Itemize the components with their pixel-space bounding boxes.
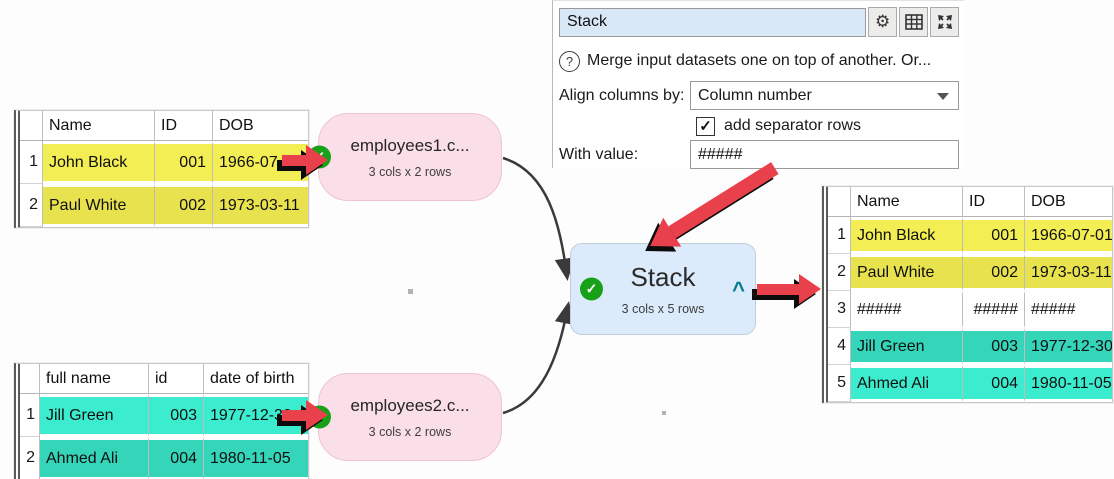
transform-name-input[interactable] (559, 7, 867, 37)
table-cell: 1966-07-01 (1025, 217, 1112, 254)
node-employees1[interactable]: ✓ employees1.c... 3 cols x 2 rows (308, 113, 502, 201)
settings-button[interactable]: ⚙ (868, 7, 898, 37)
properties-panel: ⚙ (552, 0, 964, 169)
status-ok-icon: ✓ (580, 277, 603, 301)
align-columns-value: Column number (698, 86, 812, 104)
collapse-caret-icon[interactable]: ^ (732, 277, 745, 303)
chevron-down-icon (937, 93, 949, 100)
table-cell: 1973-03-11 (213, 184, 308, 227)
table-cell: 004 (963, 365, 1025, 402)
table-cell: 001 (963, 217, 1025, 254)
check-glyph: ✓ (585, 280, 598, 297)
table-cell: Ahmed Ali (851, 365, 963, 402)
maximize-button[interactable] (930, 7, 959, 37)
table-grid-icon (904, 14, 923, 30)
table-cell: 001 (155, 141, 213, 184)
column-header: ID (963, 187, 1025, 217)
transform-description: Merge input datasets one on top of anoth… (587, 52, 932, 69)
table-cell: ##### (963, 291, 1025, 328)
add-separator-rows-checkbox[interactable]: ✓ (696, 116, 715, 136)
row-number: 5 (828, 365, 851, 402)
row-number: 3 (828, 291, 851, 328)
annotation-arrow-panel-to-stack (639, 162, 786, 261)
row-number: 4 (828, 328, 851, 365)
table-cell: 1973-03-11 (1025, 254, 1112, 291)
node-title: Stack (630, 262, 696, 292)
annotation-arrow-input2 (282, 400, 328, 430)
row-number: 1 (20, 394, 40, 437)
node-size-label: 3 cols x 2 rows (368, 164, 452, 179)
node-title: employees1.c... (350, 135, 470, 155)
node-employees2[interactable]: ✓ employees2.c... 3 cols x 2 rows (308, 373, 502, 461)
column-header: date of birth (204, 364, 308, 394)
help-icon[interactable]: ? (559, 50, 580, 72)
corner-cell (828, 187, 851, 217)
row-number: 2 (20, 437, 40, 479)
gear-icon: ⚙ (875, 12, 891, 32)
node-size-label: 3 cols x 2 rows (368, 424, 452, 439)
node-title: employees2.c... (350, 395, 470, 415)
column-header: DOB (213, 111, 308, 141)
table-cell: Paul White (851, 254, 963, 291)
table-cell: 002 (963, 254, 1025, 291)
table-cell: 1980-11-05 (1025, 365, 1112, 402)
table-row: 3############### (828, 291, 1112, 328)
annotation-arrow-output (757, 274, 821, 304)
column-header: ID (155, 111, 213, 141)
column-header: id (149, 364, 204, 394)
table-cell: 004 (149, 437, 204, 479)
table-cell: Jill Green (40, 394, 149, 437)
row-number: 1 (828, 217, 851, 254)
node-size-label: 3 cols x 5 rows (621, 302, 705, 316)
row-number: 1 (20, 141, 43, 184)
row-number: 2 (20, 184, 43, 227)
column-header: Name (43, 111, 155, 141)
corner-cell (20, 364, 40, 394)
show-table-button[interactable] (899, 7, 929, 37)
table-cell: Ahmed Ali (40, 437, 149, 479)
column-header: DOB (1025, 187, 1112, 217)
add-separator-rows-label: add separator rows (724, 117, 861, 134)
canvas-grid-dot (662, 411, 666, 415)
table-cell: ##### (851, 291, 963, 328)
table-cell: Paul White (43, 184, 155, 227)
annotation-arrow-input1 (282, 145, 328, 175)
corner-cell (20, 111, 43, 141)
table-cell: John Black (43, 141, 155, 184)
with-value-input[interactable] (690, 140, 959, 169)
checkmark-glyph: ✓ (699, 117, 712, 135)
table-cell: Jill Green (851, 328, 963, 365)
expand-icon (937, 15, 952, 29)
table-cell: 1980-11-05 (204, 437, 308, 479)
table-cell: 1977-12-30 (1025, 328, 1112, 365)
column-header: full name (40, 364, 149, 394)
row-number: 2 (828, 254, 851, 291)
align-columns-label: Align columns by: (559, 86, 685, 104)
with-value-label: With value: (559, 145, 639, 163)
help-glyph: ? (565, 53, 574, 69)
column-header: Name (851, 187, 963, 217)
table-cell: 003 (963, 328, 1025, 365)
table-cell: 002 (155, 184, 213, 227)
align-columns-select[interactable]: Column number (690, 81, 959, 110)
canvas-grid-dot (408, 289, 413, 294)
table-cell: 003 (149, 394, 204, 437)
table-cell: ##### (1025, 291, 1112, 328)
table-cell: John Black (851, 217, 963, 254)
node-stack[interactable]: ✓ Stack 3 cols x 5 rows ^ (570, 243, 756, 335)
